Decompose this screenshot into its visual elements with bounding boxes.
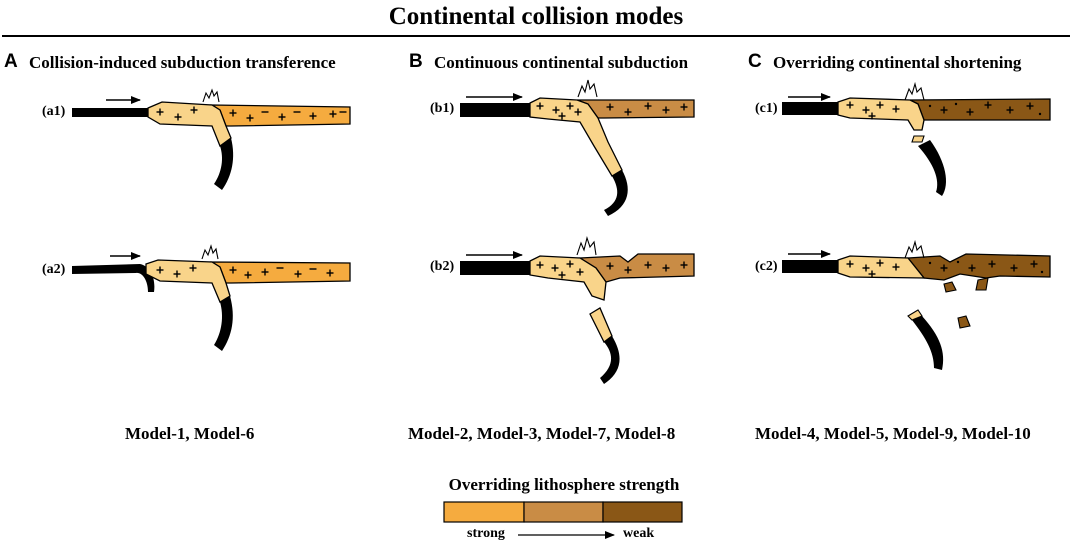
- subducting-continent: [837, 97, 925, 131]
- oceanic-plate: [782, 260, 838, 273]
- lithosphere-fragment: [943, 281, 957, 293]
- subducting-continent: [837, 255, 926, 279]
- oceanic-plate: [782, 102, 838, 115]
- legend-swatch-medium: [523, 501, 604, 523]
- panel-a-models: Model-1, Model-6: [125, 424, 255, 443]
- row-label-c1: (c1): [755, 101, 778, 116]
- mountain-icon: [904, 239, 925, 259]
- title-rule: [2, 35, 1070, 37]
- lithosphere-fragment: [957, 315, 971, 329]
- panel-b-title: Continuous continental subduction: [434, 53, 689, 72]
- oceanic-plate: [72, 264, 155, 292]
- mountain-icon: [904, 81, 925, 101]
- panel-c-letter: C: [748, 51, 762, 72]
- diagram-a2: [72, 244, 351, 351]
- overriding-plate: [909, 98, 1051, 121]
- panel-a-letter: A: [4, 51, 18, 72]
- panel-b-models: Model-2, Model-3, Model-7, Model-8: [408, 424, 676, 443]
- row-label-c2: (c2): [755, 259, 778, 274]
- necking-fragment: [911, 135, 925, 143]
- row-label-a1: (a1): [42, 104, 66, 119]
- row-label-a2: (a2): [42, 262, 66, 277]
- panel-c-title: Overriding continental shortening: [773, 53, 1022, 72]
- overriding-plate: [906, 253, 1051, 281]
- subducting-slab: [918, 140, 946, 196]
- subducting-slab: [214, 296, 233, 351]
- detached-continent-fragment: [589, 307, 613, 343]
- mountain-icon: [201, 244, 219, 260]
- row-label-b2: (b2): [430, 259, 455, 274]
- mountain-icon: [576, 236, 597, 256]
- legend-weak-label: weak: [623, 526, 655, 541]
- oceanic-plate: [72, 108, 148, 117]
- subducting-continent: [145, 259, 231, 303]
- legend-title: Overriding lithosphere strength: [448, 475, 680, 494]
- diagram-b1: [460, 79, 695, 216]
- oceanic-plate: [460, 261, 530, 275]
- strength-legend: [443, 501, 683, 539]
- legend-swatch-weak: [602, 501, 683, 523]
- panel-b-letter: B: [409, 51, 423, 72]
- panel-c-models: Model-4, Model-5, Model-9, Model-10: [755, 424, 1031, 443]
- oceanic-plate: [460, 103, 530, 117]
- subducting-slab: [214, 138, 234, 190]
- diagram-c2: [782, 239, 1051, 370]
- lithosphere-fragment: [975, 277, 989, 291]
- subducting-slab: [604, 170, 628, 216]
- detached-slab: [912, 316, 944, 370]
- panel-a-title: Collision-induced subduction transferenc…: [29, 53, 336, 72]
- diagram-c1: [782, 81, 1051, 196]
- legend-strong-label: strong: [467, 526, 505, 541]
- diagram-b2: [460, 236, 695, 384]
- mountain-icon: [202, 88, 220, 103]
- detached-slab: [600, 336, 620, 384]
- subducting-continent: [529, 255, 607, 301]
- legend-swatch-strong: [443, 501, 525, 523]
- diagram-a1: [72, 88, 351, 190]
- mountain-icon: [577, 79, 598, 98]
- row-label-b1: (b1): [430, 101, 455, 116]
- figure-title: Continental collision modes: [388, 3, 684, 30]
